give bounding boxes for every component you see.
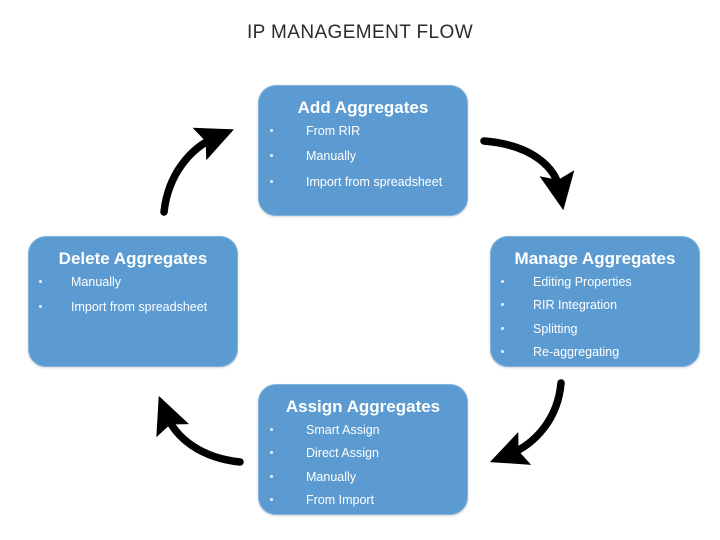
list-item-label: RIR Integration bbox=[533, 298, 618, 313]
arrow-delete-to-add bbox=[160, 127, 234, 216]
list-item: Smart Assign bbox=[259, 422, 467, 437]
list-item: Manually bbox=[259, 469, 467, 484]
list-item-label: Manually bbox=[306, 469, 357, 484]
list-item: Manually bbox=[29, 274, 237, 289]
stage-list-add: From RIR Manually Import from spreadshee… bbox=[259, 123, 467, 189]
list-item: Re-aggregating bbox=[491, 346, 699, 359]
list-item-label: Import from spreadsheet bbox=[71, 300, 208, 315]
list-item-label: Manually bbox=[71, 274, 122, 289]
bullet-icon bbox=[270, 128, 273, 132]
list-item: Direct Assign bbox=[259, 447, 467, 460]
bullet-icon bbox=[501, 326, 504, 330]
arrow-manage-to-assign bbox=[489, 379, 565, 465]
bullet-icon bbox=[270, 451, 273, 455]
stage-title-delete: Delete Aggregates bbox=[58, 249, 208, 268]
list-item-label: Import from spreadsheet bbox=[306, 174, 443, 189]
bullet-icon bbox=[501, 279, 504, 283]
list-item-label: Editing Properties bbox=[533, 274, 632, 289]
bullet-icon bbox=[39, 279, 42, 283]
bullet-icon bbox=[501, 303, 504, 307]
bullet-icon bbox=[270, 179, 273, 183]
list-item-label: From RIR bbox=[306, 123, 361, 138]
list-item: Manually bbox=[259, 150, 467, 163]
bullet-icon bbox=[501, 350, 504, 354]
page-title: IP MANAGEMENT FLOW bbox=[246, 22, 474, 43]
stage-title-add: Add Aggregates bbox=[297, 98, 429, 117]
arrow-add-to-manage bbox=[480, 137, 575, 211]
stage-box-manage[interactable]: Manage Aggregates Editing Properties RIR… bbox=[490, 236, 700, 367]
list-item: Import from spreadsheet bbox=[259, 174, 467, 189]
list-item: Splitting bbox=[491, 321, 699, 336]
stage-list-assign: Smart Assign Direct Assign Manually From… bbox=[259, 422, 467, 507]
list-item: Import from spreadsheet bbox=[29, 301, 237, 314]
arrow-assign-to-delete bbox=[156, 395, 244, 466]
list-item-label: Smart Assign bbox=[306, 422, 380, 437]
list-item-label: Re-aggregating bbox=[533, 345, 620, 360]
stage-title-manage: Manage Aggregates bbox=[514, 249, 676, 268]
bullet-icon bbox=[39, 305, 42, 309]
list-item: Editing Properties bbox=[491, 274, 699, 289]
list-item: RIR Integration bbox=[491, 299, 699, 312]
stage-list-delete: Manually Import from spreadsheet bbox=[29, 274, 237, 314]
list-item-label: Manually bbox=[306, 149, 357, 164]
stage-list-manage: Editing Properties RIR Integration Split… bbox=[491, 274, 699, 359]
bullet-icon bbox=[270, 474, 273, 478]
stage-box-delete[interactable]: Delete Aggregates Manually Import from s… bbox=[28, 236, 238, 367]
stage-box-assign[interactable]: Assign Aggregates Smart Assign Direct As… bbox=[258, 384, 468, 515]
list-item-label: Splitting bbox=[533, 321, 578, 336]
bullet-icon bbox=[270, 154, 273, 158]
list-item-label: Direct Assign bbox=[306, 446, 379, 461]
bullet-icon bbox=[270, 427, 273, 431]
stage-title-assign: Assign Aggregates bbox=[285, 397, 441, 416]
list-item: From RIR bbox=[259, 123, 467, 138]
stage-box-add[interactable]: Add Aggregates From RIR Manually Import … bbox=[258, 85, 468, 216]
list-item: From Import bbox=[259, 494, 467, 507]
list-item-label: From Import bbox=[306, 493, 375, 508]
bullet-icon bbox=[270, 498, 273, 502]
